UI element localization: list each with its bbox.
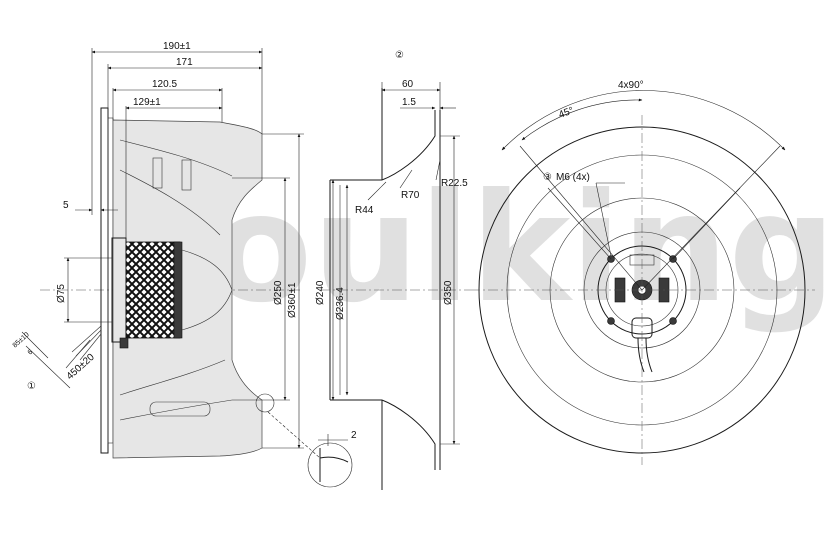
cable-85-label: 85±10 [12,331,31,349]
cable-6-label: 6 [27,349,35,357]
cable-gland [119,337,129,349]
angle-45-arc [521,98,643,141]
impeller-body [112,119,263,459]
r44-label: R44 [355,205,374,216]
cable-dim-line [21,331,49,359]
side-view: 190±1 171 120.5 129±1 5 Ø75 Ø250 Ø360±1 … [12,41,357,488]
callout-1: ① [27,381,36,392]
blade-tab [152,157,163,189]
blade-tab [181,159,192,191]
dim-5-label: 5 [63,200,69,211]
cable-line [65,339,91,369]
motor-rotor-band [173,241,183,339]
angle-ref-line [519,145,643,291]
r70-label: R70 [401,190,420,201]
cable-450-label: 450±20 [65,351,97,382]
blade-line [119,399,233,421]
blade-line [119,139,233,177]
inlet-ring-view: ② 60 1.5 R44 R70 R22.5 Ø240 Ø236.4 [315,50,470,490]
detail-enlarged [307,442,353,488]
blade-rib [149,401,211,417]
cable-line [71,325,102,353]
m6-label: M6 (4x) [556,172,590,183]
detail-profile [319,448,349,482]
dia-350-label: Ø350 [443,280,454,305]
dia-250-label: Ø250 [273,280,284,305]
r44-leader [367,181,387,201]
dim-1-5-label: 1.5 [402,97,416,108]
back-plate [100,107,109,454]
dim-190-label: 190±1 [163,41,191,52]
angle-4x90-label: 4x90° [618,80,644,91]
dim-120-5-label: 120.5 [152,79,177,90]
angle-ref-line [547,187,612,260]
ring-curve-bottom [381,399,436,470]
callout-3: ③ [543,172,552,183]
front-view: 4x90° 45° ③ M6 (4x) [470,80,815,465]
cable-line [79,333,102,361]
angle-45-label: 45° [557,105,575,121]
dia-75-label: Ø75 [56,284,67,303]
blade-line [119,169,221,236]
r70-leader [399,169,413,189]
blade-line [119,359,226,396]
angle-ref-line [641,145,781,291]
mount-hole [669,317,677,325]
motor-winding [125,241,181,339]
dim-60-label: 60 [402,79,414,90]
m6-leader [595,182,612,257]
dia-236-4-label: Ø236.4 [335,287,346,320]
cable [637,337,645,373]
detail-leader [267,411,321,459]
ring-curve-top [381,110,436,181]
dia-240-label: Ø240 [315,280,326,305]
callout-2: ② [395,50,404,61]
r22-5-leader [435,159,441,181]
cable-dim-line [25,345,71,389]
hub-contour [181,249,233,331]
angle-ref-line [672,187,741,260]
dia-360-label: Ø360±1 [287,282,298,318]
r22-5-label: R22.5 [441,178,468,189]
detail-circle [255,393,275,413]
dim-129-label: 129±1 [133,97,161,108]
cable [645,337,653,373]
detail-2-label: 2 [351,430,357,441]
mount-hole [607,317,615,325]
angle-4x90-arc [501,90,786,151]
dim-171-label: 171 [176,57,193,68]
